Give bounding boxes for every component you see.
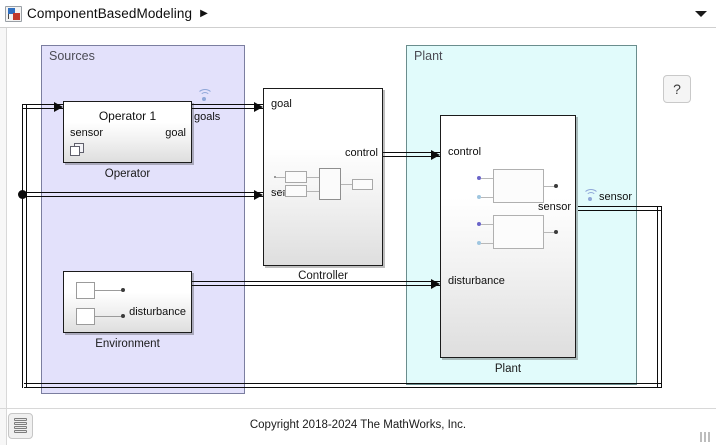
arrow-controller-sensor-in xyxy=(254,189,263,200)
port-plant-sensor-out: sensor xyxy=(537,201,571,213)
port-plant-control-in: control xyxy=(448,146,482,158)
canvas-left-rail xyxy=(0,28,7,408)
status-bar: Copyright 2018-2024 The MathWorks, Inc. xyxy=(0,408,716,445)
block-plant[interactable]: control disturbance sensor xyxy=(440,115,576,358)
block-operator-caption: Operator xyxy=(104,168,151,180)
block-plant-caption: Plant xyxy=(494,363,522,375)
block-environment-preview xyxy=(64,272,191,332)
arrow-operator-sensor-in xyxy=(54,101,63,112)
area-plant-label: Plant xyxy=(414,49,443,63)
footer-left-rail xyxy=(0,409,7,445)
block-plant-preview xyxy=(441,116,575,357)
block-controller[interactable]: goal sensor control xyxy=(263,88,383,266)
simulink-model-icon xyxy=(5,5,22,22)
wire-feedback-bottom xyxy=(24,383,662,388)
block-environment[interactable]: disturbance xyxy=(63,271,192,333)
subsystem-reference-icon xyxy=(70,143,85,157)
area-sources-label: Sources xyxy=(49,49,95,63)
arrow-plant-disturbance-in xyxy=(431,278,440,289)
breadcrumb-model-name[interactable]: ComponentBasedModeling xyxy=(27,5,193,21)
wire-plant-sensor-out xyxy=(578,206,662,211)
wire-control xyxy=(383,152,440,157)
chevron-down-icon[interactable] xyxy=(695,10,707,17)
arrow-plant-control-in xyxy=(431,149,440,160)
signal-junction-sensor xyxy=(18,190,27,199)
wireless-broadcast-icon-goals xyxy=(197,89,213,101)
wireless-broadcast-icon-sensor xyxy=(583,189,599,201)
port-environment-disturbance-out: disturbance xyxy=(129,306,186,318)
wire-sensor-to-controller xyxy=(22,192,263,197)
port-operator-goal-out: goal xyxy=(165,127,186,139)
block-environment-caption: Environment xyxy=(95,338,160,350)
signal-label-sensor[interactable]: sensor xyxy=(599,191,633,203)
block-controller-preview xyxy=(274,167,374,201)
resize-grip-icon[interactable] xyxy=(700,432,712,442)
block-operator-title: Operator 1 xyxy=(98,109,157,123)
wire-feedback-to-operator xyxy=(22,104,63,109)
help-button[interactable]: ? xyxy=(663,75,691,103)
wire-feedback-left-up xyxy=(22,104,27,388)
wire-feedback-right-down xyxy=(657,206,662,388)
block-operator[interactable]: Operator 1 sensor goal xyxy=(63,101,192,163)
port-operator-sensor-in: sensor xyxy=(70,127,104,139)
block-controller-caption: Controller xyxy=(298,270,348,282)
arrow-controller-goal-in xyxy=(254,101,263,112)
model-canvas[interactable]: Sources Plant Operator 1 sensor g xyxy=(0,28,716,408)
breadcrumb-arrow-icon[interactable]: ▶ xyxy=(200,7,208,19)
port-controller-control-out: control xyxy=(344,147,378,159)
layers-stack-icon[interactable] xyxy=(8,413,33,439)
copyright-text: Copyright 2018-2024 The MathWorks, Inc. xyxy=(249,419,467,431)
breadcrumb-bar: ComponentBasedModeling ▶ xyxy=(0,0,716,28)
signal-label-goals[interactable]: goals xyxy=(194,111,221,123)
wire-disturbance xyxy=(192,281,440,286)
port-plant-disturbance-in: disturbance xyxy=(448,275,505,287)
wire-goals xyxy=(192,104,263,109)
port-controller-goal-in: goal xyxy=(271,98,292,110)
